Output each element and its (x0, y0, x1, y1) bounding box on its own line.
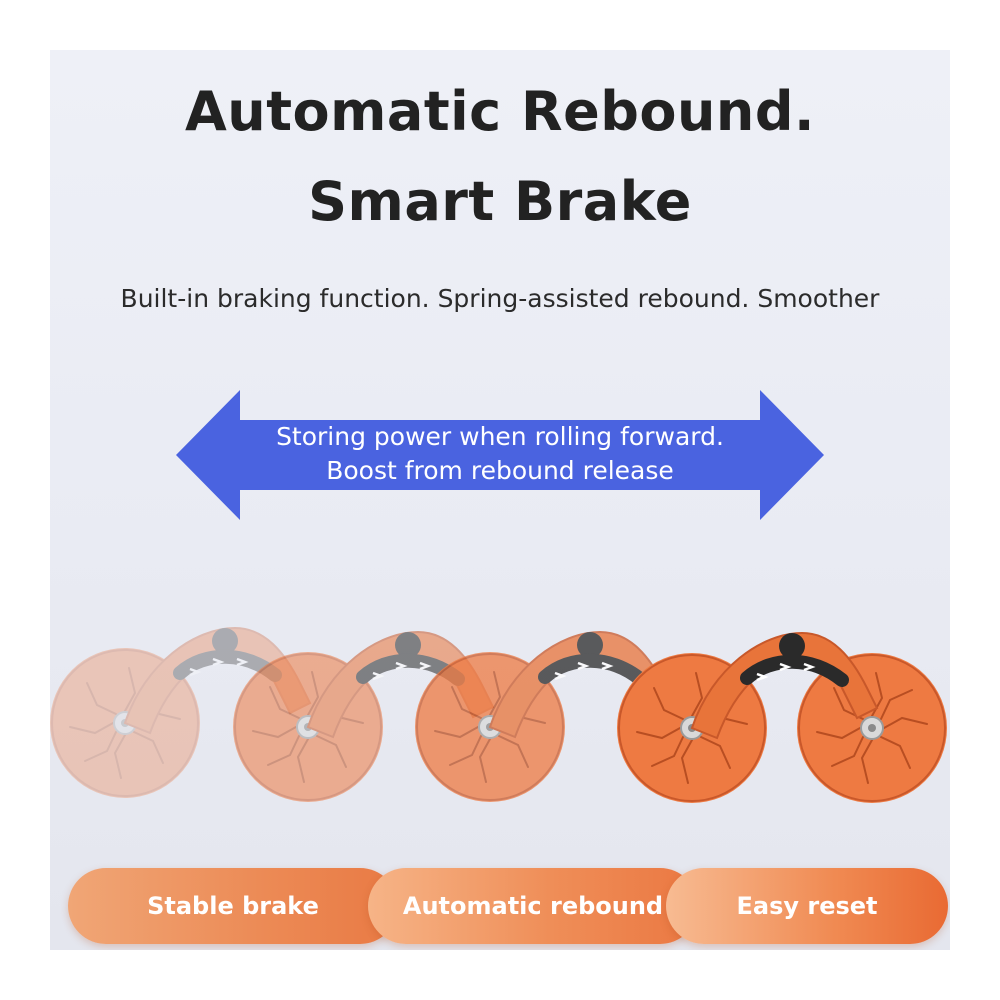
feature-label: Stable brake (147, 892, 319, 920)
double-arrow-icon (176, 390, 824, 520)
feature-label: Automatic rebound (402, 892, 664, 920)
feature-pill-automatic-rebound: Automatic rebound (368, 868, 698, 944)
subheadline: Built-in braking function. Spring-assist… (120, 284, 880, 313)
feature-label: Easy reset (736, 892, 878, 920)
feature-pill-easy-reset: Easy reset (666, 868, 948, 944)
double-arrow: Storing power when rolling forward. Boos… (176, 390, 824, 520)
headline-line-1: Automatic Rebound. (185, 80, 815, 143)
headline-line-2: Smart Brake (308, 170, 692, 233)
arrow-text-line-2: Boost from rebound release (326, 456, 674, 485)
ab-roller-motion-sequence (50, 595, 948, 804)
product-banner: Automatic Rebound. Smart Brake Built-in … (50, 50, 950, 950)
arrow-text-line-1: Storing power when rolling forward. (276, 422, 724, 451)
roller-frame-4 (616, 633, 948, 804)
feature-pill-stable-brake: Stable brake (68, 868, 398, 944)
